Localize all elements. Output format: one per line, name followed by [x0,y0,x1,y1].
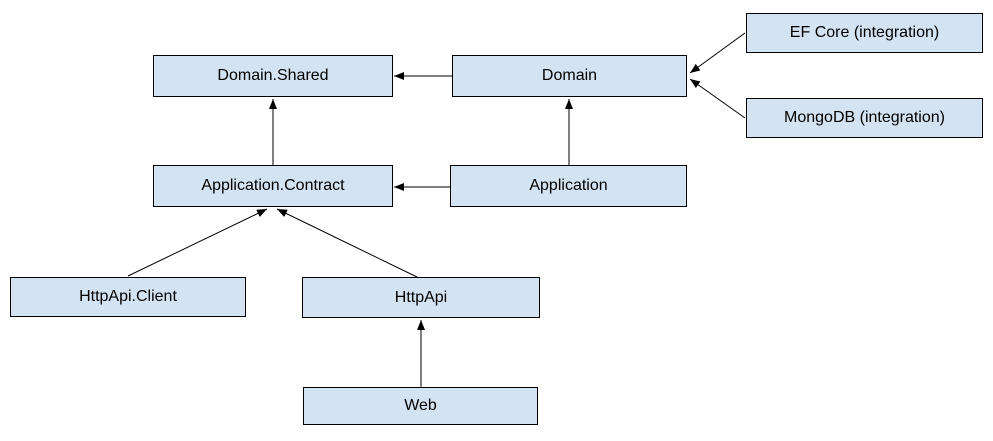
node-label-ef-core: EF Core (integration) [789,24,940,41]
node-label-web: Web [404,397,437,414]
node-label-application-contract: Application.Contract [201,177,345,194]
node-httpapi-client: HttpApi.Client [10,277,246,317]
node-domain-shared: Domain.Shared [153,55,393,97]
node-label-httpapi: HttpApi [394,288,448,306]
node-domain: Domain [452,55,687,97]
node-label-httpapi-client: HttpApi.Client [79,288,177,305]
node-label-application: Application [529,177,608,194]
node-application-contract: Application.Contract [153,165,393,207]
node-ef-core: EF Core (integration) [746,13,983,53]
node-web: Web [303,387,538,425]
node-httpapi: HttpApi [302,277,540,318]
node-label-mongodb: MongoDB (integration) [784,109,945,126]
node-application: Application [450,165,687,207]
node-mongodb: MongoDB (integration) [746,98,983,138]
node-label-domain-shared: Domain.Shared [217,67,329,84]
node-label-domain: Domain [541,67,598,84]
